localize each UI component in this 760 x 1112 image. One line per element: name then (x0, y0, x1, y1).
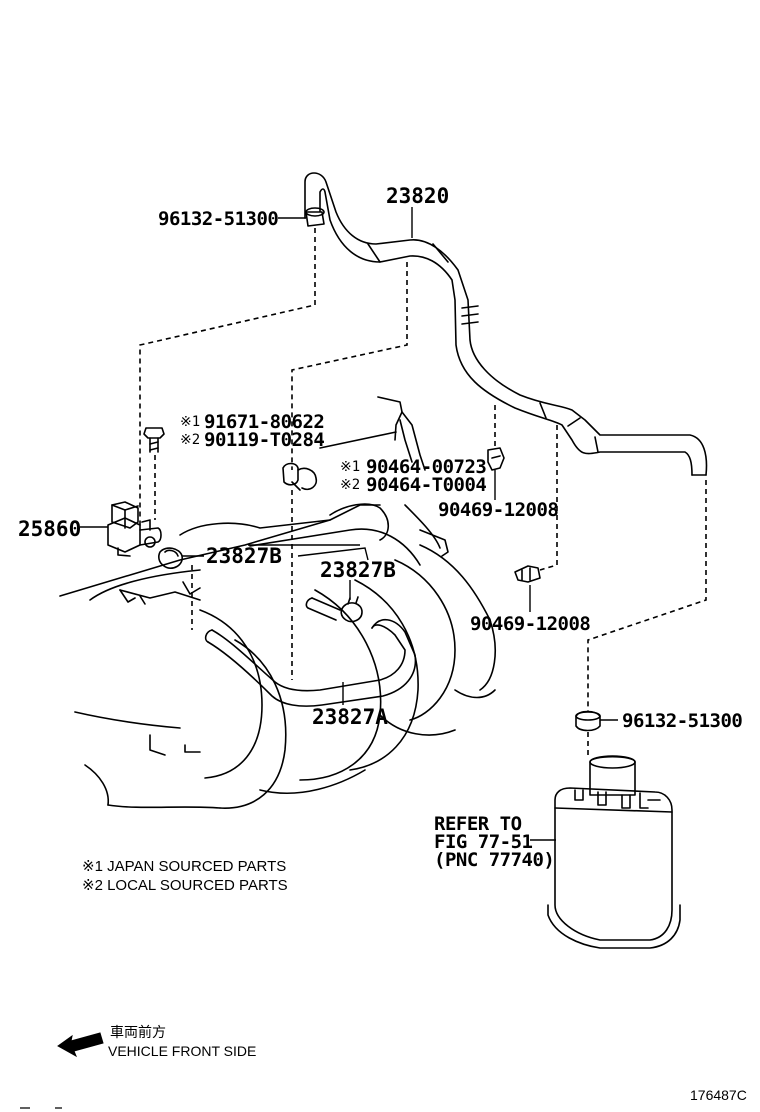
hose-23827B-lower (305, 597, 341, 621)
label-96132-51300-top: 96132-51300 (158, 208, 278, 230)
clamp-90469-upper-icon (487, 447, 505, 471)
assembly-lines (139, 228, 707, 755)
note-japan-sourced: ※1 JAPAN SOURCED PARTS (82, 858, 286, 875)
hose-23827A (204, 619, 417, 707)
figure-id: 176487C (690, 1087, 747, 1103)
engine-outline (59, 396, 496, 809)
hose-23820 (304, 172, 708, 476)
mark-1-clip: ※1 (340, 459, 360, 475)
refer-note: REFER TO FIG 77-51 (PNC 77740) (434, 813, 555, 871)
front-arrow-icon (57, 1032, 104, 1058)
label-90464-00723: 90464-00723 (366, 456, 486, 478)
clamp-23827b-upper-icon (158, 547, 183, 570)
label-23827A: 23827A (312, 705, 388, 729)
refer-line-3: (PNC 77740) (434, 849, 554, 871)
clamp-90469-lower-icon (514, 565, 541, 583)
bolt-icon (143, 427, 165, 453)
label-90119-T0284: 90119-T0284 (204, 429, 324, 451)
label-90469-12008-upper: 90469-12008 (438, 499, 558, 521)
part-labels: 96132-51300 23820 ※1 91671-80622 ※2 9011… (18, 184, 743, 732)
label-23820: 23820 (386, 184, 449, 208)
direction-en: VEHICLE FRONT SIDE (108, 1043, 256, 1059)
clamp-23827b-lower-icon (340, 596, 363, 623)
leader-lines (80, 207, 618, 841)
vsv-25860 (107, 501, 162, 557)
clip-90464-icon (282, 462, 318, 491)
label-90469-12008-lower: 90469-12008 (470, 613, 590, 635)
label-96132-51300-canister: 96132-51300 (622, 710, 742, 732)
label-90464-T0004: 90464-T0004 (366, 474, 486, 496)
mark-2-clip: ※2 (340, 477, 360, 493)
canister-77740 (547, 755, 681, 949)
clamp-canister-icon (575, 710, 601, 732)
refer-line-1: REFER TO (434, 813, 522, 835)
footnotes: ※1 JAPAN SOURCED PARTS ※2 LOCAL SOURCED … (82, 858, 288, 894)
label-25860: 25860 (18, 517, 81, 541)
mark-1-bolt: ※1 (180, 414, 200, 430)
refer-line-2: FIG 77-51 (434, 831, 533, 853)
mark-2-bolt: ※2 (180, 432, 200, 448)
label-23827B-lower: 23827B (320, 558, 396, 582)
vehicle-front-indicator: 車両前方 VEHICLE FRONT SIDE (57, 1024, 256, 1059)
clamp-top-icon (305, 207, 325, 227)
direction-jp: 車両前方 (110, 1024, 166, 1041)
note-local-sourced: ※2 LOCAL SOURCED PARTS (82, 877, 288, 894)
label-91671-80622: 91671-80622 (204, 411, 324, 433)
label-23827B-upper: 23827B (206, 544, 282, 568)
